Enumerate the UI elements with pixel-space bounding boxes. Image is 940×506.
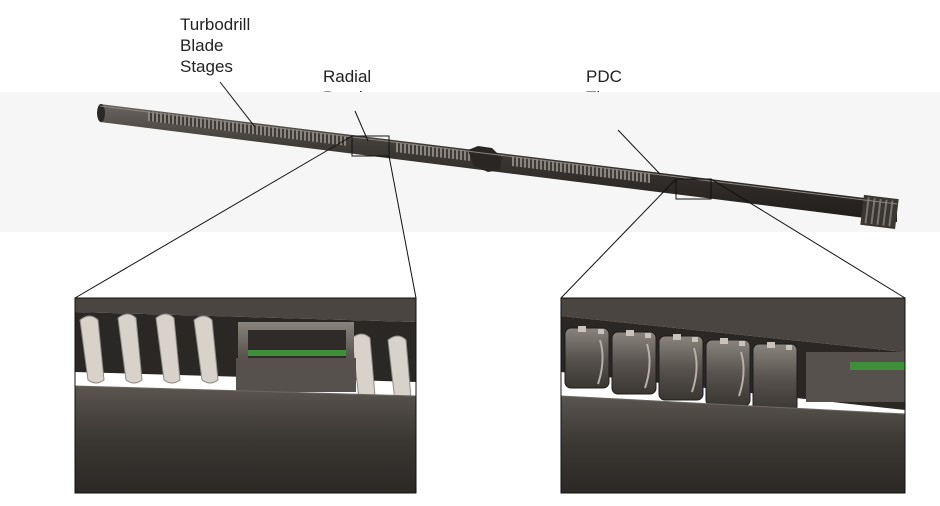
blade-stage-band-2 bbox=[395, 142, 470, 161]
right-zoom-line-1 bbox=[560, 178, 677, 299]
left-panel-frame bbox=[74, 297, 417, 494]
radial-leader-line bbox=[354, 110, 369, 142]
turbodrill-leader-line bbox=[219, 81, 256, 128]
turbodrill-blade-stages-label: Turbodrill Blade Stages bbox=[180, 15, 251, 76]
blade-stage-band-3 bbox=[512, 156, 650, 183]
right-panel-frame bbox=[560, 297, 906, 494]
radial-bearing-callout-box bbox=[351, 135, 390, 157]
left-zoom-line-2 bbox=[388, 155, 417, 299]
drill-string bbox=[97, 104, 899, 229]
pdc-leader-line bbox=[617, 129, 661, 175]
blade-stage-band-1 bbox=[148, 111, 348, 146]
pdc-thrust-detail-panel bbox=[561, 298, 905, 493]
right-zoom-line-2 bbox=[710, 178, 906, 299]
left-zoom-line-1 bbox=[74, 135, 353, 299]
radial-bearing-detail-panel bbox=[75, 298, 416, 493]
pdc-thrust-callout-box bbox=[675, 178, 712, 200]
